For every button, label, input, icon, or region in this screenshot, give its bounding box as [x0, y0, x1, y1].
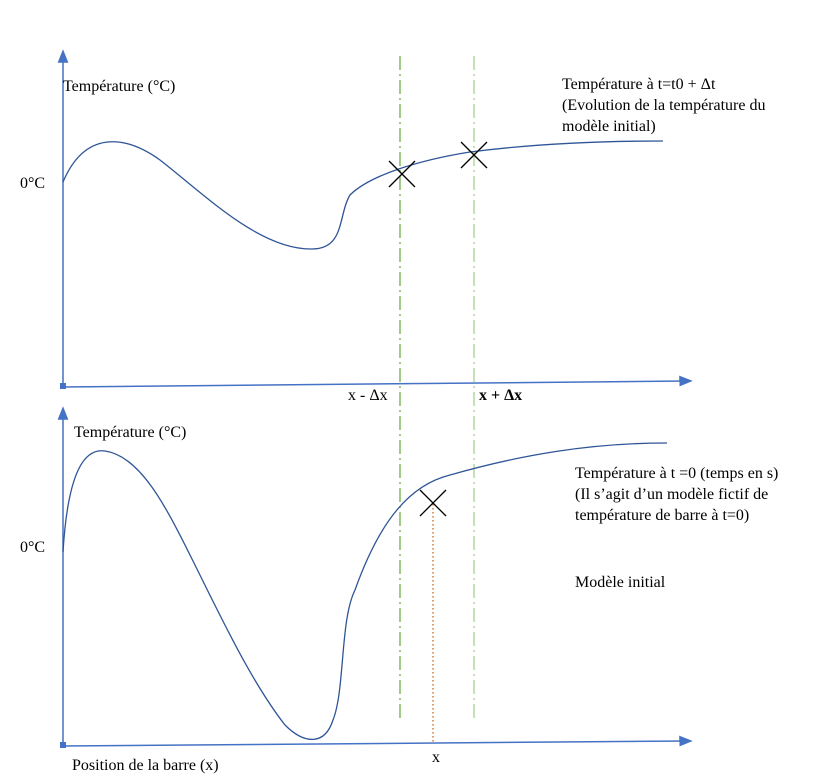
top-curve-caption-line2: (Evolution de la température du — [562, 97, 765, 114]
top-x-axis — [62, 375, 693, 388]
top-curve-caption-line3: modèle initial) — [562, 118, 656, 135]
top-origin-marker — [60, 383, 66, 389]
curve-t-zero — [62, 442, 668, 741]
marker-right-label: x + Δx — [479, 387, 522, 404]
bottom-x-axis — [62, 735, 693, 747]
top-curve-caption-line1: Température à t=t0 + Δt — [562, 76, 716, 93]
top-zero-label: 0°C — [20, 175, 45, 192]
cross-marker-x — [419, 489, 447, 517]
bottom-y-axis-label: Température (°C) — [74, 424, 186, 441]
top-y-axis-label: Température (°C) — [63, 78, 175, 95]
point-x-label: x — [432, 749, 440, 766]
cross-marker-x-plus-dx — [460, 141, 488, 169]
bottom-x-axis-label: Position de la barre (x) — [72, 757, 219, 774]
bottom-origin-marker — [60, 742, 66, 748]
bottom-curve-caption-line3: température de barre à t=0) — [575, 507, 749, 524]
curve-t0-plus-dt — [62, 140, 664, 250]
model-label: Modèle initial — [575, 574, 666, 591]
top-panel: Température (°C) 0°C Température à t=t0 … — [20, 49, 765, 722]
bottom-panel: Température (°C) 0°C Température à t =0 … — [20, 406, 778, 774]
bottom-curve-caption-line2: (Il s’agit d’un modèle fictif de — [575, 486, 768, 503]
marker-left-label: x - Δx — [348, 387, 388, 404]
bottom-curve-caption-line1: Température à t =0 (temps en s) — [575, 465, 778, 482]
bottom-zero-label: 0°C — [20, 539, 45, 556]
cross-marker-x-minus-dx — [388, 160, 416, 188]
